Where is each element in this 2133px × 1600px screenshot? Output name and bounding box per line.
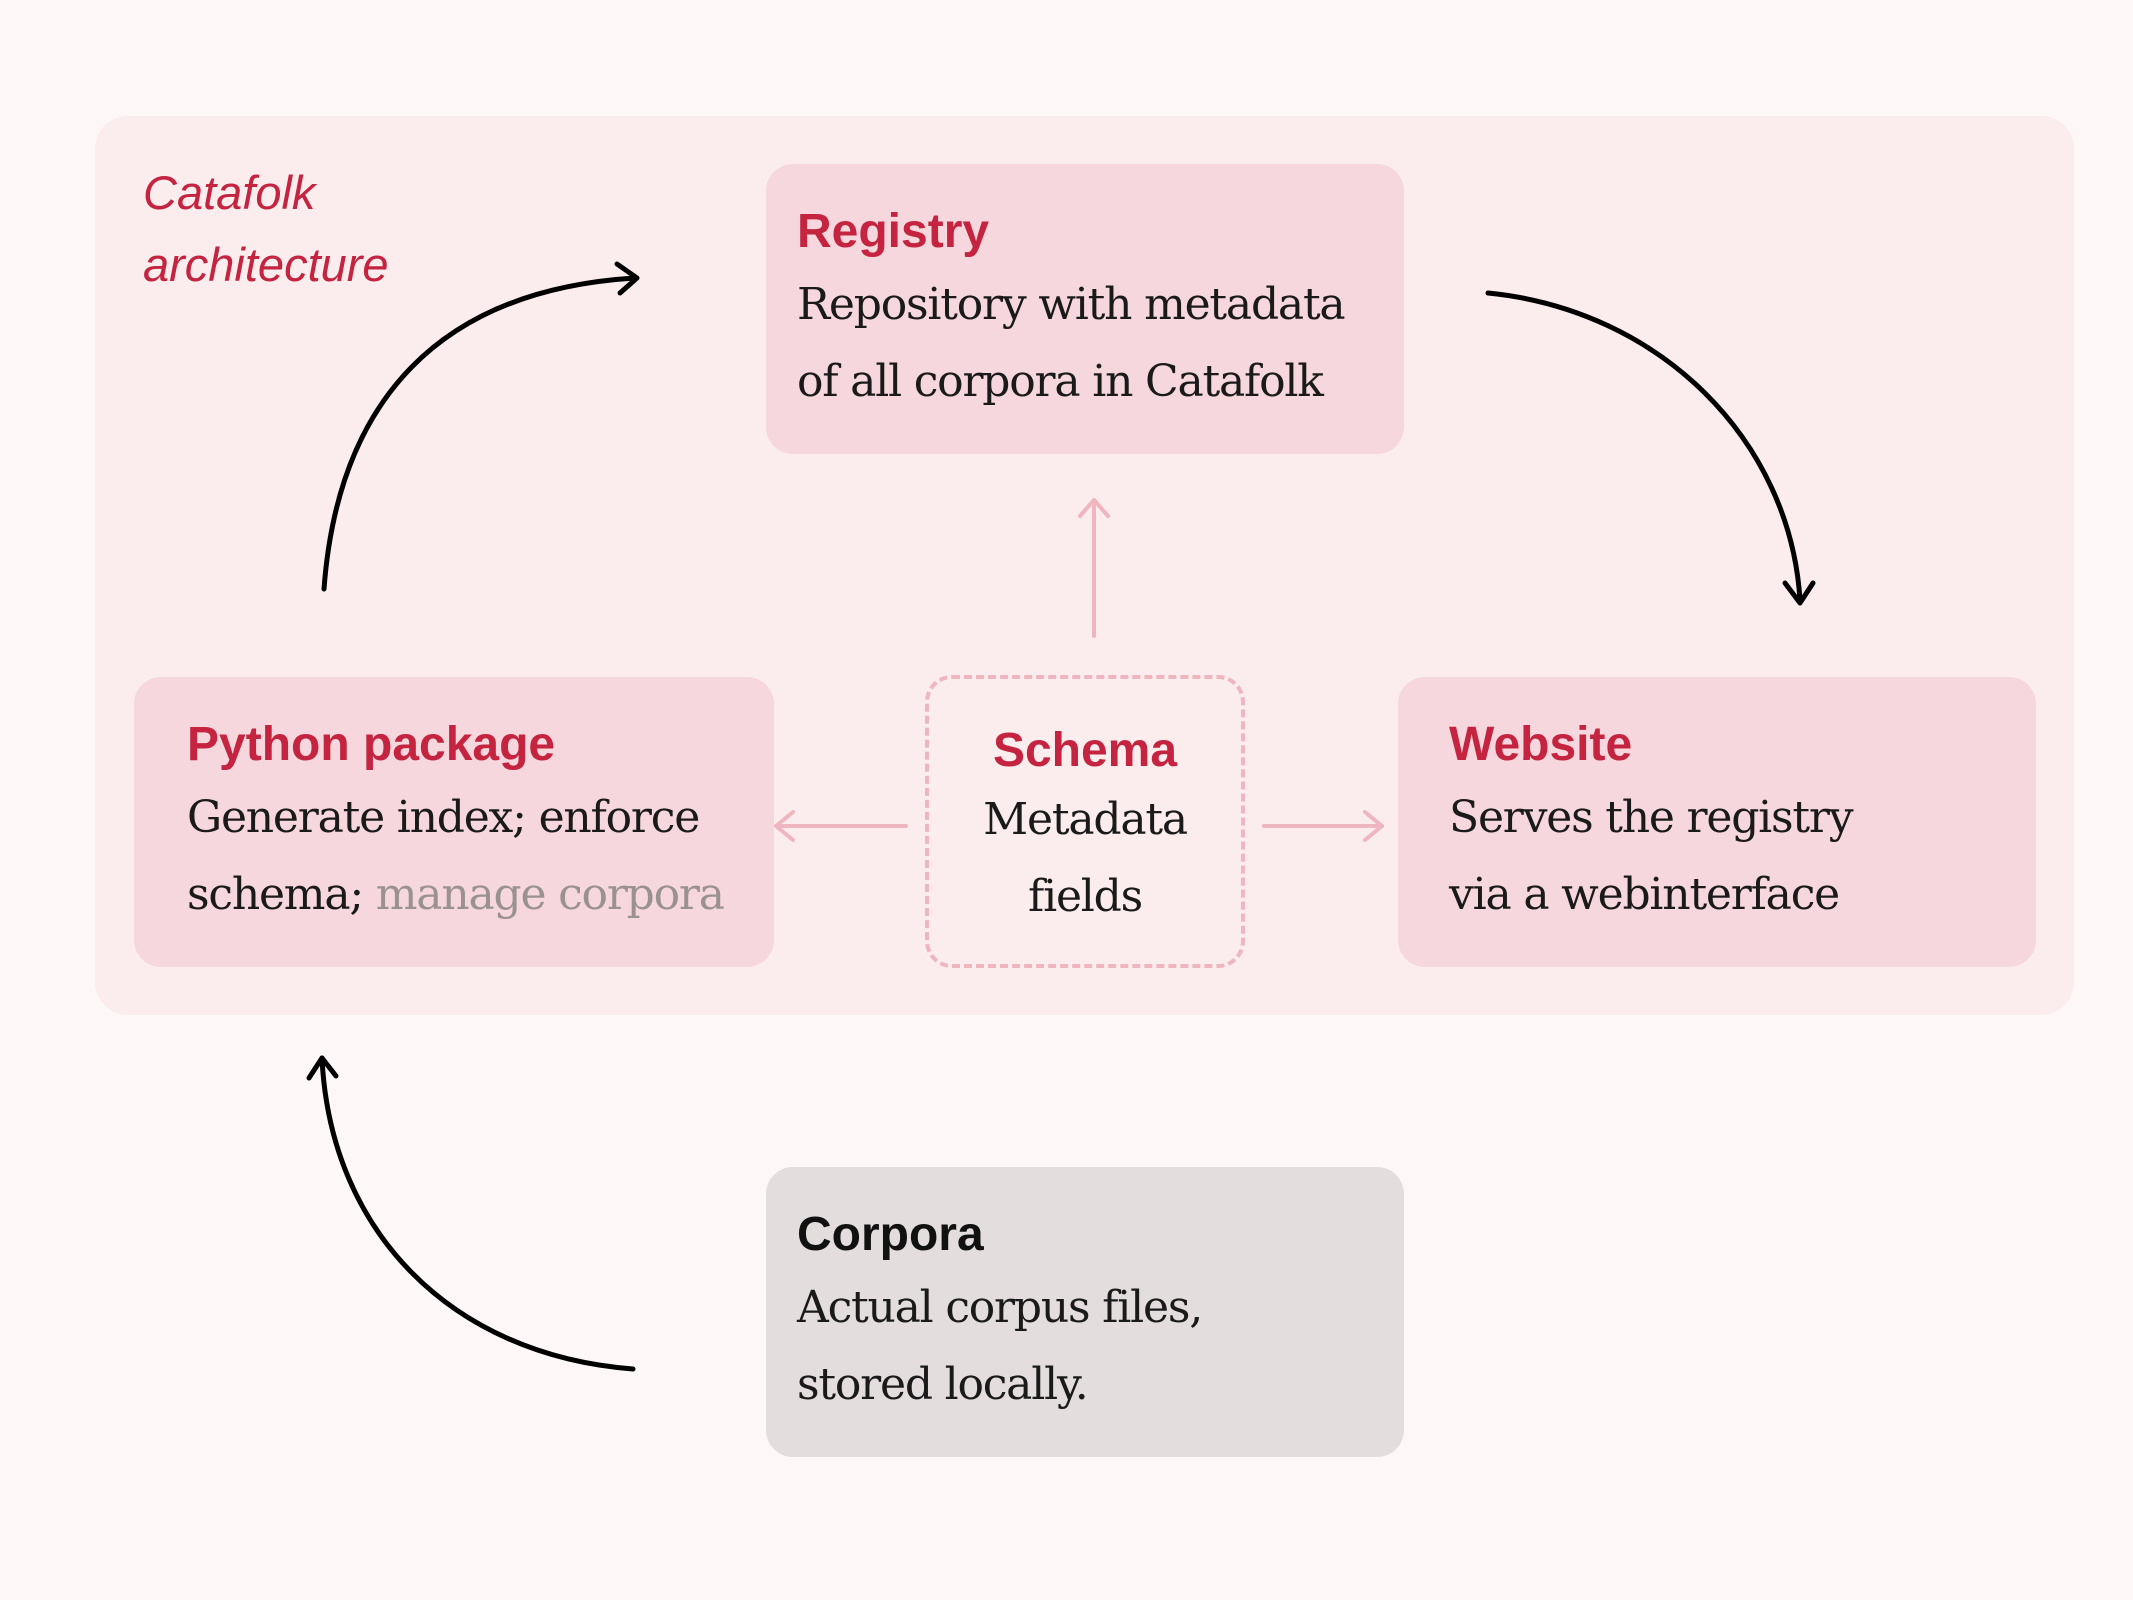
corpora-description: Actual corpus files, stored locally. [797, 1269, 1404, 1423]
corpora-desc-line-2: stored locally. [797, 1359, 1089, 1410]
registry-desc-line-1: Repository with metadata [797, 279, 1346, 330]
arrow-python-to-registry-head [614, 261, 640, 296]
registry-desc-line-2: of all corpora in Catafolk [797, 356, 1324, 407]
corpora-node: Corpora Actual corpus files, stored loca… [766, 1167, 1404, 1457]
registry-title: Registry [797, 205, 990, 258]
diagram-title: Catafolk architecture [143, 157, 503, 301]
python-package-description: Generate index; enforce schema; manage c… [187, 779, 774, 933]
arrow-schema-to-python-head [774, 810, 795, 842]
schema-desc-line-1: Metadata [983, 794, 1188, 845]
schema-desc-line-2: fields [1027, 871, 1143, 922]
registry-node: Registry Repository with metadata of all… [766, 164, 1404, 454]
arrow-registry-to-website-head [1782, 580, 1816, 606]
python-desc-line-2-b: manage corpora [375, 869, 725, 920]
arrow-corpora-to-python-head [306, 1055, 339, 1081]
arrow-schema-to-registry-head [1078, 498, 1110, 518]
registry-description: Repository with metadata of all corpora … [797, 266, 1404, 420]
diagram-title-line-1: Catafolk [143, 166, 316, 219]
python-package-title: Python package [187, 718, 556, 771]
corpora-desc-line-1: Actual corpus files, [797, 1282, 1203, 1333]
arrow-corpora-to-python [319, 1055, 636, 1372]
corpora-title: Corpora [797, 1208, 984, 1261]
arrow-python-to-registry [321, 275, 638, 592]
schema-description: Metadata fields [929, 781, 1241, 935]
schema-title: Schema [992, 724, 1178, 777]
website-desc-line-2: via a webinterface [1449, 869, 1840, 920]
website-description: Serves the registry via a webinterface [1449, 779, 2036, 933]
python-desc-line-1: Generate index; enforce [187, 792, 700, 843]
python-package-node: Python package Generate index; enforce s… [134, 677, 774, 967]
website-title: Website [1449, 718, 1633, 771]
diagram-title-line-2: architecture [143, 238, 389, 291]
website-desc-line-1: Serves the registry [1449, 792, 1854, 843]
schema-node: Schema Metadata fields [925, 675, 1245, 968]
arrow-schema-to-website-head [1363, 810, 1384, 842]
python-desc-line-2: schema; manage corpora [187, 856, 774, 933]
website-node: Website Serves the registry via a webint… [1398, 677, 2036, 967]
arrow-registry-to-website [1485, 290, 1803, 603]
python-desc-line-2-a: schema; [187, 869, 364, 920]
